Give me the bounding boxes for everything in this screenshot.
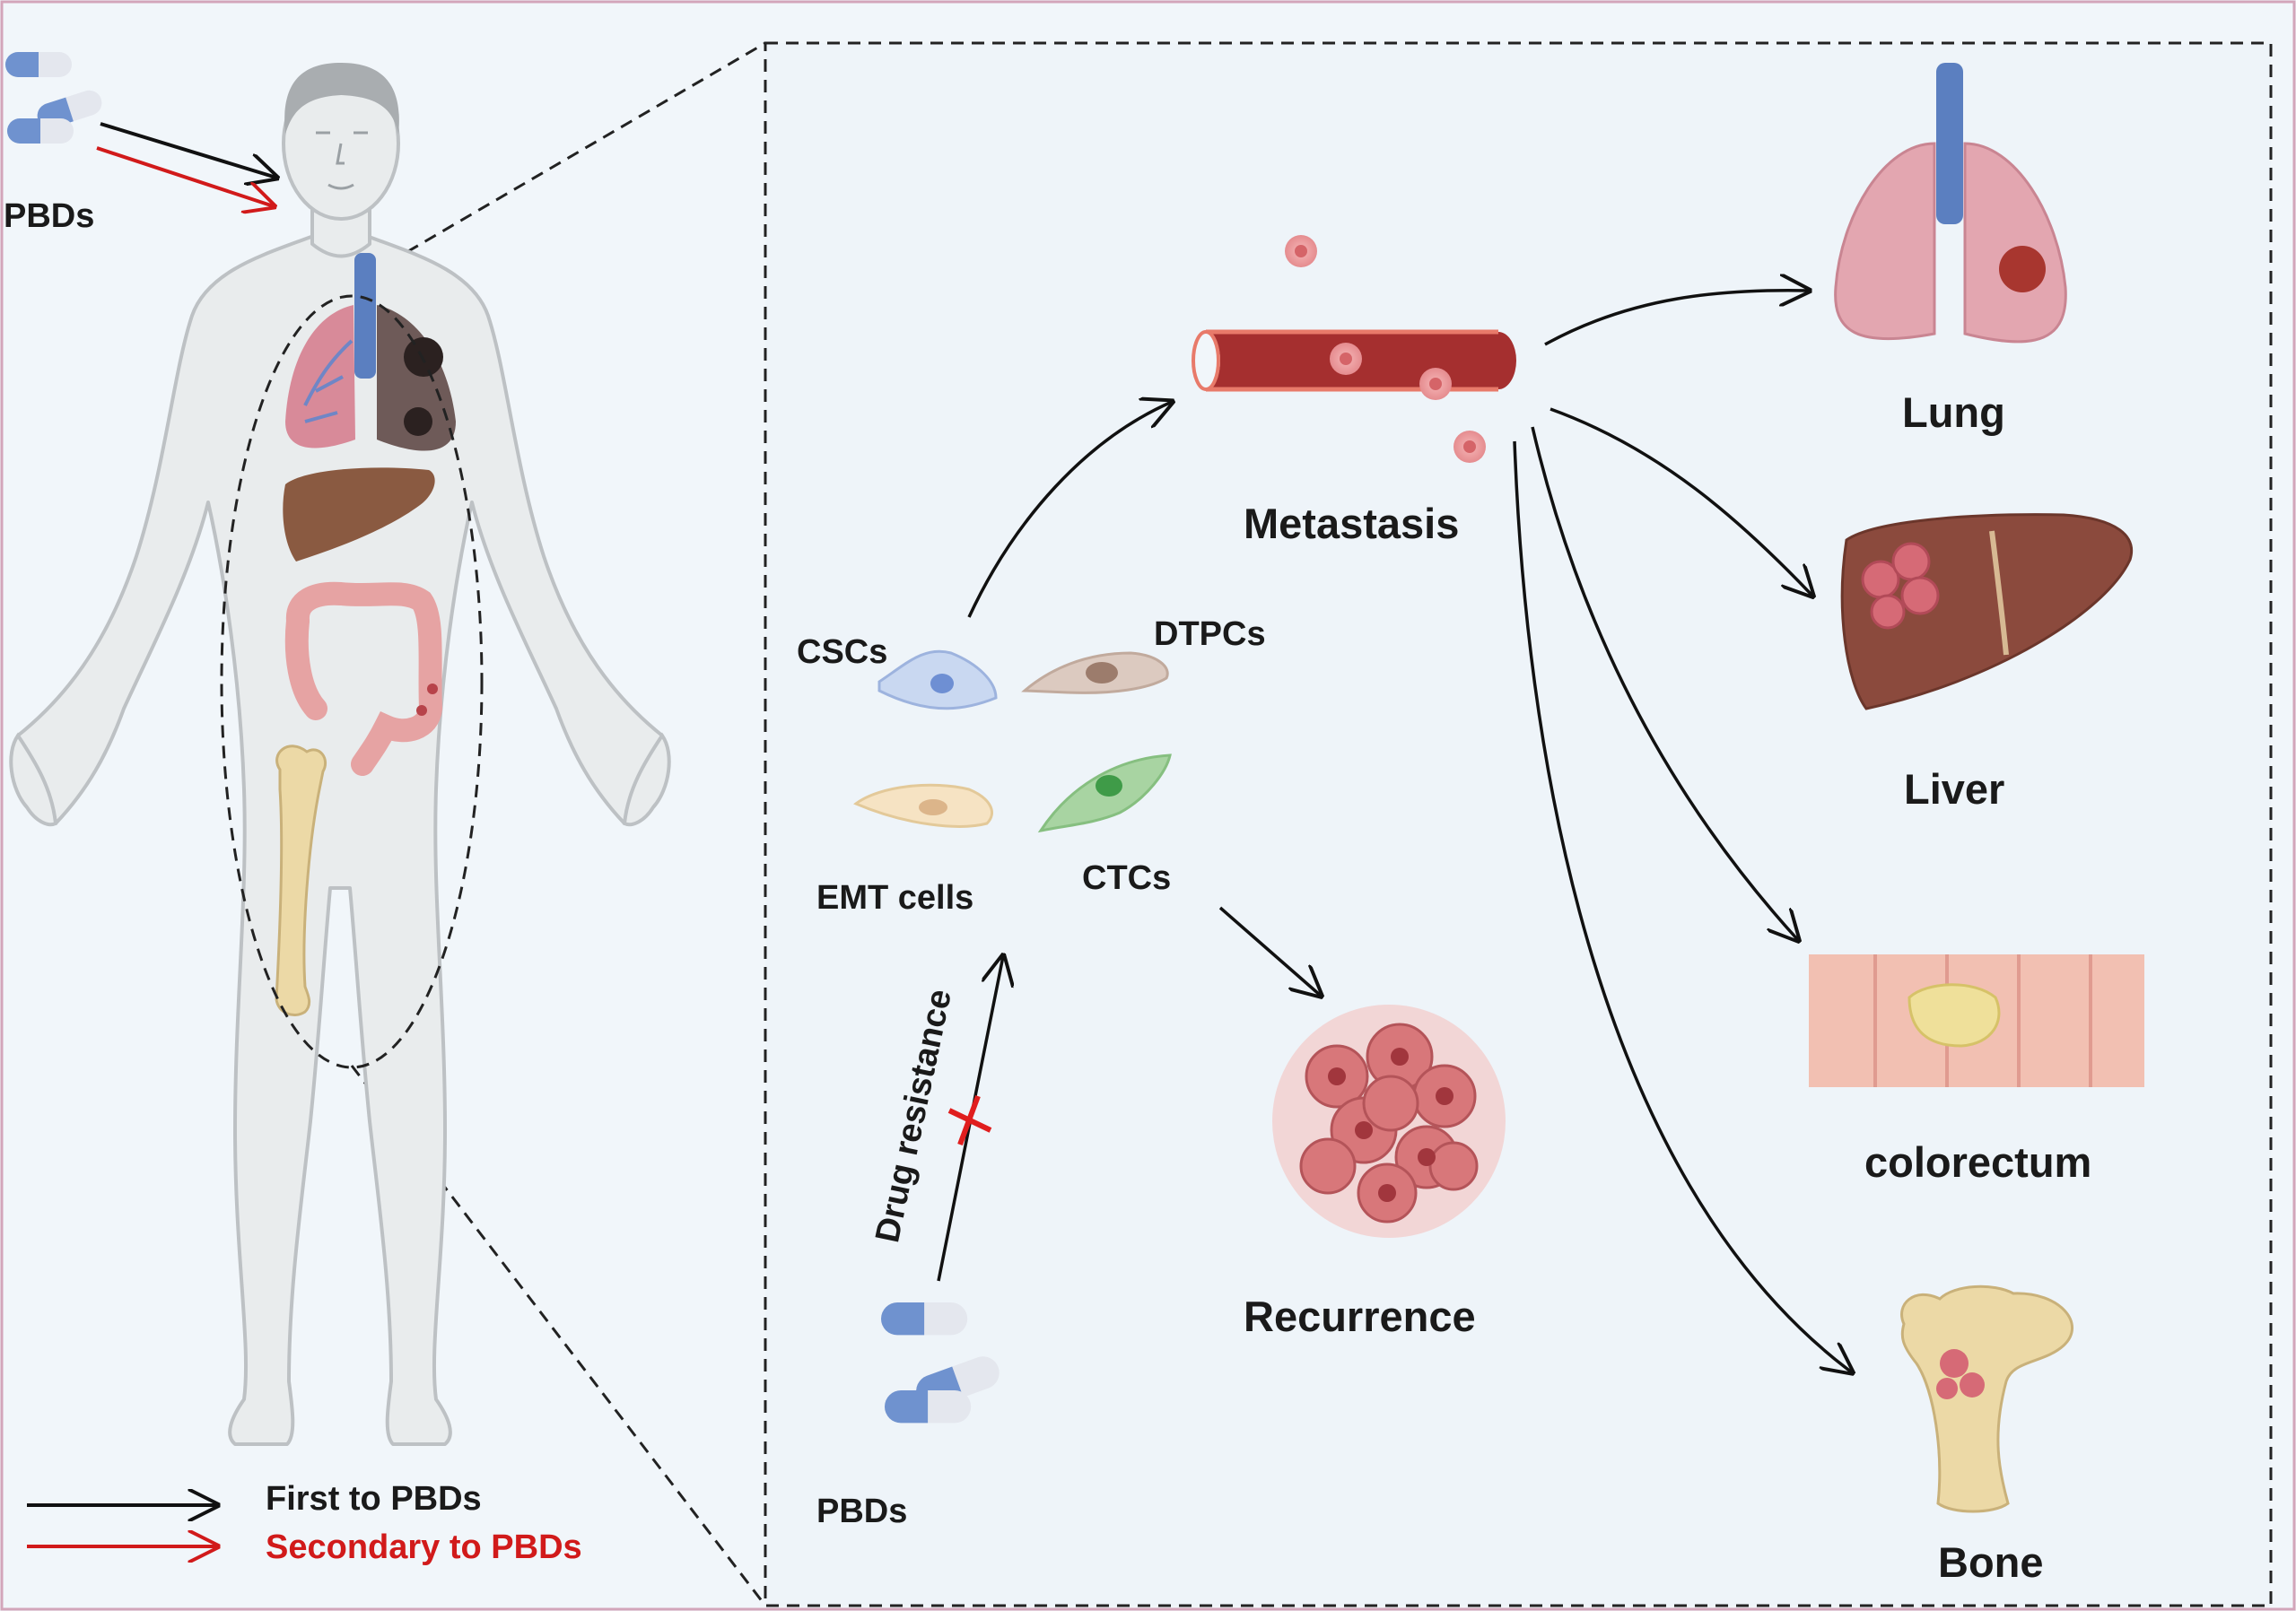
cell-icon <box>1285 235 1486 463</box>
cscs-label: CSCs <box>797 633 888 671</box>
liver-icon <box>1840 513 2133 710</box>
bone-icon <box>275 745 327 1016</box>
dtpcs-label: DTPCs <box>1154 615 1266 653</box>
capsule-icon <box>5 52 106 144</box>
bone-icon <box>1900 1284 2074 1513</box>
metastasis-label: Metastasis <box>1244 500 1460 547</box>
pbds-bottom-label: PBDs <box>816 1493 908 1530</box>
human-body-icon <box>9 63 671 1446</box>
legend-first-label: First to PBDs <box>266 1480 482 1518</box>
bone-label: Bone <box>1938 1538 2044 1586</box>
recurrence-label: Recurrence <box>1244 1293 1476 1340</box>
liver-label: Liver <box>1904 765 2005 813</box>
colon-icon <box>284 581 443 776</box>
ctcs-label: CTCs <box>1082 859 1172 897</box>
tumor-icon <box>1272 1005 1506 1238</box>
liver-icon <box>283 467 435 562</box>
cell-icon <box>853 649 1172 833</box>
lung-label: Lung <box>1902 388 2005 436</box>
pbds-label: PBDs <box>4 197 95 235</box>
lung-icon <box>285 253 456 451</box>
block-x-icon <box>947 1094 992 1146</box>
legend-secondary-label: Secondary to PBDs <box>266 1528 582 1566</box>
lung-icon <box>1834 63 2067 344</box>
colorectum-label: colorectum <box>1864 1138 2092 1186</box>
emt-cells-label: EMT cells <box>816 879 974 917</box>
colon-icon <box>1809 954 2144 1087</box>
